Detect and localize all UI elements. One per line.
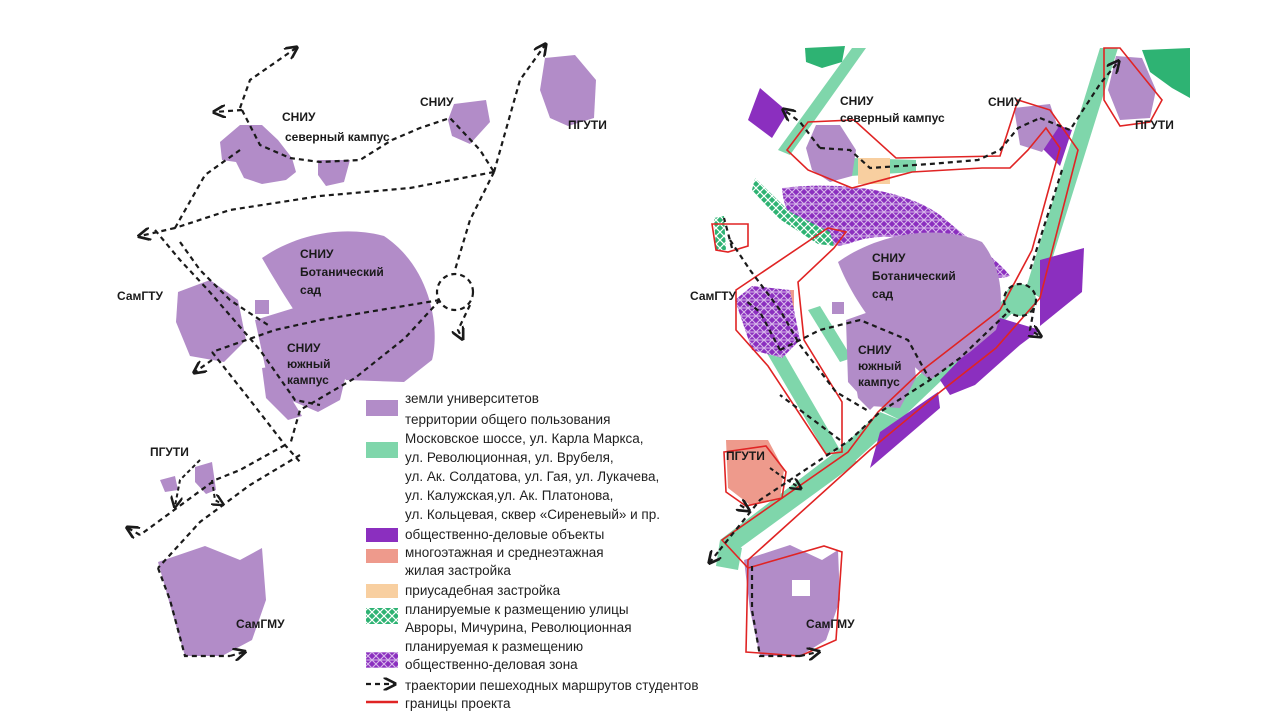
legend-residential-0: многоэтажная и среднеэтажная bbox=[405, 545, 604, 560]
legend-planned-business-0: планируемая к размещению bbox=[405, 639, 583, 654]
legend-public-0: территории общего пользования bbox=[405, 412, 610, 427]
legend-routes: траектории пешеходных маршрутов студенто… bbox=[405, 678, 699, 693]
project-borders bbox=[711, 47, 1163, 657]
university-lands-left bbox=[158, 55, 596, 656]
legend-swatch-business bbox=[366, 528, 398, 542]
legend-swatch-residential bbox=[366, 549, 398, 563]
legend-border: границы проекта bbox=[405, 696, 511, 711]
label-botanic-1: СНИУ bbox=[300, 247, 334, 261]
legend-swatch-planned-streets bbox=[366, 608, 398, 624]
label-pguti: ПГУТИ bbox=[150, 445, 189, 459]
legend-university: земли университетов bbox=[405, 391, 539, 406]
label-south-1: СНИУ bbox=[287, 341, 321, 355]
legend-planned-streets-1: Авроры, Мичурина, Революционная bbox=[405, 620, 632, 635]
labels-left: СНИУ северный кампус СНИУ ПГУТИ СНИУ Бот… bbox=[117, 95, 607, 631]
label-r-sniu-north: СНИУ bbox=[840, 94, 874, 108]
legend-public-2: ул. Революционная, ул. Врубеля, bbox=[405, 450, 614, 465]
legend-public-3: ул. Ак. Солдатова, ул. Гая, ул. Лукачева… bbox=[405, 469, 659, 484]
label-sniu-north-title: СНИУ bbox=[282, 110, 316, 124]
label-north-campus: северный кампус bbox=[285, 130, 390, 144]
legend-swatch-university bbox=[366, 400, 398, 416]
label-r-pguti-top: ПГУТИ bbox=[1135, 118, 1174, 132]
label-r-samgmu: СамГМУ bbox=[806, 617, 855, 631]
label-samgtu: СамГТУ bbox=[117, 289, 163, 303]
legend-low-rise: приусадебная застройка bbox=[405, 583, 561, 598]
legend-public-1: Московское шоссе, ул. Карла Маркса, bbox=[405, 431, 644, 446]
label-botanic-3: сад bbox=[300, 283, 321, 297]
label-pguti-top: ПГУТИ bbox=[568, 118, 607, 132]
label-r-north-campus: северный кампус bbox=[840, 111, 945, 125]
legend-swatch-low-rise bbox=[366, 584, 398, 598]
label-samgmu: СамГМУ bbox=[236, 617, 285, 631]
label-botanic-2: Ботанический bbox=[300, 265, 384, 279]
walking-routes-left bbox=[128, 45, 545, 656]
label-r-sniu-top: СНИУ bbox=[988, 95, 1022, 109]
walking-routes-right bbox=[710, 62, 1118, 656]
legend-planned-business-1: общественно-деловая зона bbox=[405, 657, 578, 672]
legend-swatch-planned-business bbox=[366, 652, 398, 668]
label-r-south-1: СНИУ bbox=[858, 343, 892, 357]
labels-right: СНИУ северный кампус СНИУ ПГУТИ СНИУ Бот… bbox=[690, 94, 1174, 631]
label-r-south-3: кампус bbox=[858, 375, 900, 389]
legend-public-4: ул. Калужская,ул. Ак. Платонова, bbox=[405, 488, 613, 503]
right-map: СНИУ северный кампус СНИУ ПГУТИ СНИУ Бот… bbox=[690, 46, 1190, 656]
legend-public-5: ул. Кольцевая, сквер «Сиреневый» и пр. bbox=[405, 507, 660, 522]
label-r-botanic-3: сад bbox=[872, 287, 893, 301]
legend-residential-1: жилая застройка bbox=[405, 563, 511, 578]
legend-planned-streets-0: планируемые к размещению улицы bbox=[405, 602, 629, 617]
label-south-2: южный bbox=[287, 357, 330, 371]
label-r-botanic-1: СНИУ bbox=[872, 251, 906, 265]
label-south-3: кампус bbox=[287, 373, 329, 387]
legend: земли университетов территории общего по… bbox=[366, 391, 699, 711]
legend-swatch-public bbox=[366, 442, 398, 458]
label-r-botanic-2: Ботанический bbox=[872, 269, 956, 283]
label-r-pguti: ПГУТИ bbox=[726, 449, 765, 463]
label-sniu-top: СНИУ bbox=[420, 95, 454, 109]
label-r-south-2: южный bbox=[858, 359, 901, 373]
left-map: СНИУ северный кампус СНИУ ПГУТИ СНИУ Бот… bbox=[117, 45, 607, 656]
label-r-samgtu: СамГТУ bbox=[690, 289, 736, 303]
legend-business: общественно-деловые объекты bbox=[405, 527, 604, 542]
